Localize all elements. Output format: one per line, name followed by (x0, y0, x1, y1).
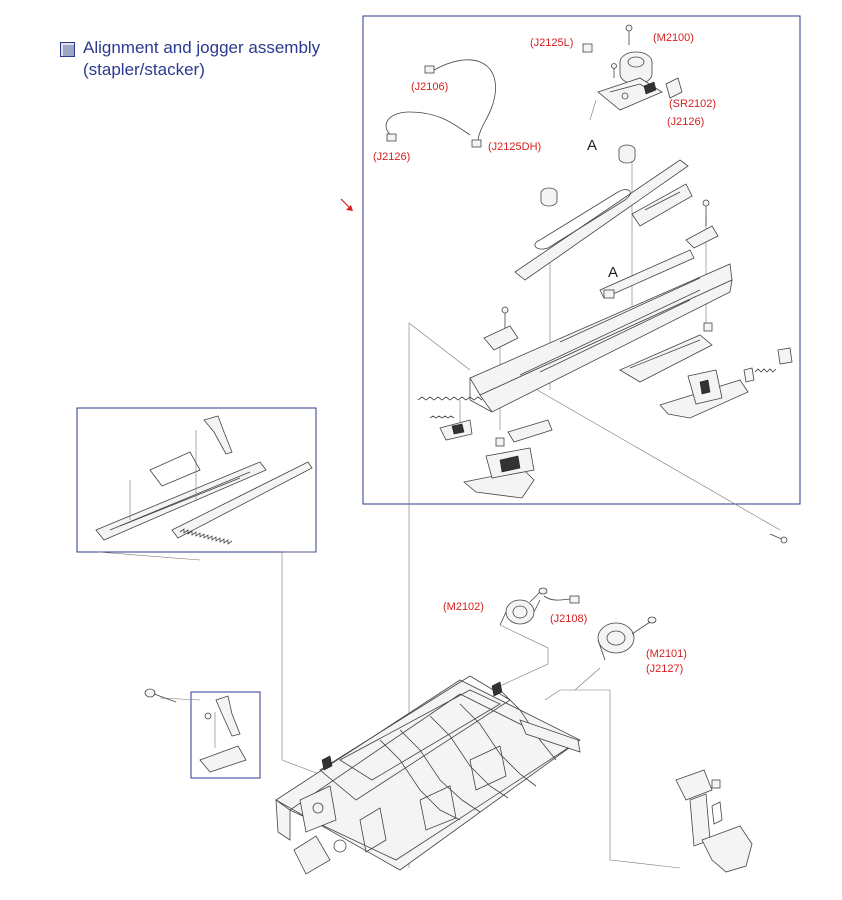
springs-left (417, 396, 483, 441)
detail-frame-alignment (76, 407, 317, 553)
motor-m2102 (499, 587, 580, 626)
small-detail-parts (199, 695, 247, 773)
title-line-2: (stapler/stacker) (83, 60, 205, 79)
screw (769, 533, 788, 544)
checkbox-icon[interactable] (60, 42, 75, 57)
callout-m2101: (M2101) (646, 648, 687, 660)
bolt-left (144, 688, 177, 703)
callout-sr2102: (SR2102) (669, 98, 716, 110)
alignment-detail-parts (95, 415, 313, 545)
reference-a-middle: A (608, 264, 618, 281)
callout-j2106: (J2106) (411, 81, 448, 93)
callout-m2102: (M2102) (443, 601, 484, 613)
detail-frame-jogger (362, 15, 801, 505)
callout-j2127: (J2127) (646, 663, 683, 675)
callout-j2108: (J2108) (550, 613, 587, 625)
right-bracket (675, 769, 753, 873)
motor-m2100 (582, 24, 683, 111)
callout-j2126-right: (J2126) (667, 116, 704, 128)
motor-m2101 (597, 616, 657, 661)
main-chassis (275, 675, 581, 875)
leader-lines (97, 99, 781, 869)
wire-harness (385, 59, 496, 148)
detail-frame-small (190, 691, 261, 779)
callout-j2126-left: (J2126) (373, 151, 410, 163)
callout-j2125l: (J2125L) (530, 37, 573, 49)
jogger-base-left (463, 419, 553, 499)
reference-a-top: A (587, 137, 597, 154)
callout-j2125dh: (J2125DH) (488, 141, 541, 153)
belt-assembly (514, 144, 719, 281)
jogger-rail (469, 249, 733, 413)
jogger-paddles (619, 322, 793, 419)
arrow-down-right-icon (340, 198, 353, 211)
callout-m2100: (M2100) (653, 32, 694, 44)
title-line-1: Alignment and jogger assembly (83, 38, 321, 57)
